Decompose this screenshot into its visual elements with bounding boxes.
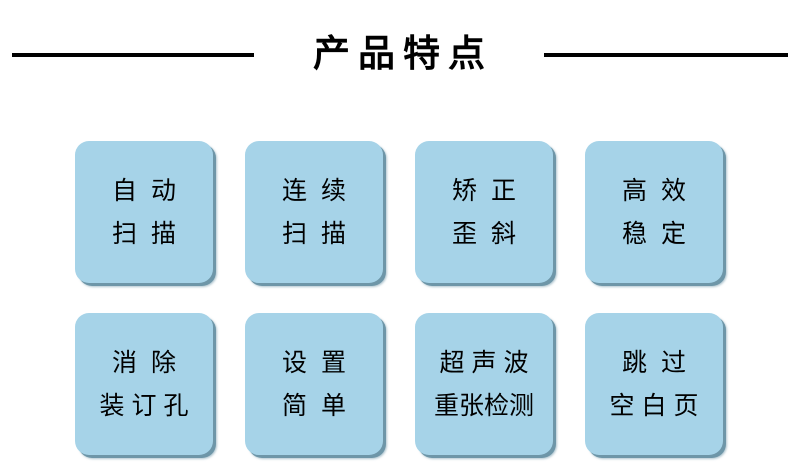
feature-card[interactable]: 自动 扫描 — [75, 141, 213, 283]
feature-card-line-2: 歪斜 — [451, 219, 530, 248]
feature-card-line-1: 矫正 — [451, 176, 530, 205]
feature-card-line-2: 装订孔 — [99, 391, 196, 420]
page-title: 产品特点 — [313, 31, 493, 75]
page-header: 产品特点 — [0, 0, 800, 110]
feature-card-line-2: 空白页 — [609, 391, 706, 420]
feature-row: 自动 扫描 连续 扫描 矫正 歪斜 高效 稳定 — [75, 141, 725, 283]
feature-card-line-2: 简单 — [281, 391, 360, 420]
feature-card-line-2: 扫描 — [111, 219, 190, 248]
feature-card-line-1: 自动 — [111, 176, 190, 205]
feature-card[interactable]: 消除 装订孔 — [75, 313, 213, 455]
title-rule-right — [544, 53, 788, 57]
feature-card[interactable]: 超声波 重张检测 — [415, 313, 553, 455]
feature-card[interactable]: 矫正 歪斜 — [415, 141, 553, 283]
feature-card-line-1: 超声波 — [439, 348, 536, 377]
feature-card-line-1: 设置 — [281, 348, 360, 377]
feature-card[interactable]: 跳过 空白页 — [585, 313, 723, 455]
feature-card[interactable]: 连续 扫描 — [245, 141, 383, 283]
feature-card-line-1: 消除 — [111, 348, 190, 377]
feature-card-line-2: 扫描 — [281, 219, 360, 248]
feature-card[interactable]: 设置 简单 — [245, 313, 383, 455]
feature-card-line-2: 稳定 — [621, 219, 700, 248]
feature-card-line-2: 重张检测 — [433, 391, 534, 420]
feature-card[interactable]: 高效 稳定 — [585, 141, 723, 283]
feature-card-line-1: 连续 — [281, 176, 360, 205]
title-rule-left — [12, 53, 254, 57]
feature-card-line-1: 跳过 — [621, 348, 700, 377]
feature-grid: 自动 扫描 连续 扫描 矫正 歪斜 高效 稳定 消除 装订孔 设置 简单 超声波… — [75, 141, 725, 455]
feature-row: 消除 装订孔 设置 简单 超声波 重张检测 跳过 空白页 — [75, 313, 725, 455]
feature-card-line-1: 高效 — [621, 176, 700, 205]
